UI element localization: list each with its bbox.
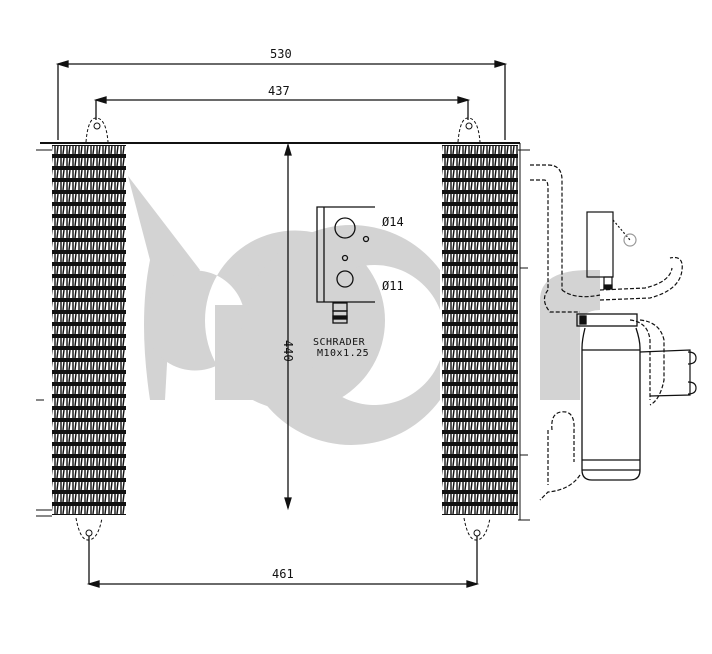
top-mount-lugs xyxy=(85,117,481,143)
left-tube-ends xyxy=(36,149,52,517)
dimension-461 xyxy=(86,536,480,588)
outlet-diameter-label: Ø11 xyxy=(382,279,404,293)
right-core-fins xyxy=(442,145,518,515)
left-core-fins xyxy=(52,145,126,515)
dimension-530-label: 530 xyxy=(270,47,292,61)
valve-type-line2: M10x1.25 xyxy=(317,348,369,359)
pressure-switch xyxy=(586,211,637,290)
port-flange-detail xyxy=(316,206,375,324)
inlet-diameter-label: Ø14 xyxy=(382,215,404,229)
watermark-logo xyxy=(128,176,600,445)
dimension-461-label: 461 xyxy=(272,567,294,581)
dimension-530 xyxy=(55,60,508,140)
mounting-bracket xyxy=(639,349,697,397)
valve-type-line1: SCHRADER xyxy=(313,337,366,348)
dimension-437-label: 437 xyxy=(268,84,290,98)
bottom-mount-lugs xyxy=(75,517,491,541)
dimension-437 xyxy=(93,96,471,120)
right-header-tank xyxy=(518,143,530,521)
dimension-440 xyxy=(284,142,292,511)
dimension-440-label: 440 xyxy=(281,340,295,362)
refrigerant-pipes xyxy=(530,164,683,501)
receiver-drier xyxy=(576,313,641,481)
